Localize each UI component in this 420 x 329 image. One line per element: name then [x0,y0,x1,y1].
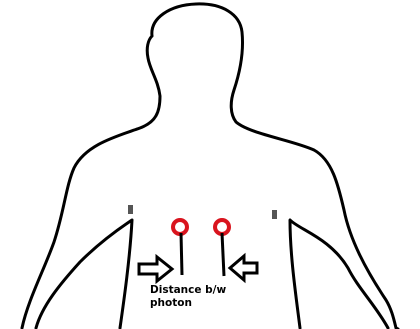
left-pointing-arrow-icon [230,256,257,280]
distance-annotation: Distance b/w photon [150,284,226,310]
annotation-line-1: Distance b/w [150,284,226,297]
right-photon-marker [215,220,229,234]
left-lead-line [181,233,182,275]
right-armpit-mark [272,210,277,219]
annotation-line-2: photon [150,297,226,310]
body-outline [22,4,398,329]
left-armpit-mark [128,205,133,214]
left-photon-marker [173,220,187,234]
right-lead-line [222,233,224,276]
right-pointing-arrow-icon [139,257,172,281]
